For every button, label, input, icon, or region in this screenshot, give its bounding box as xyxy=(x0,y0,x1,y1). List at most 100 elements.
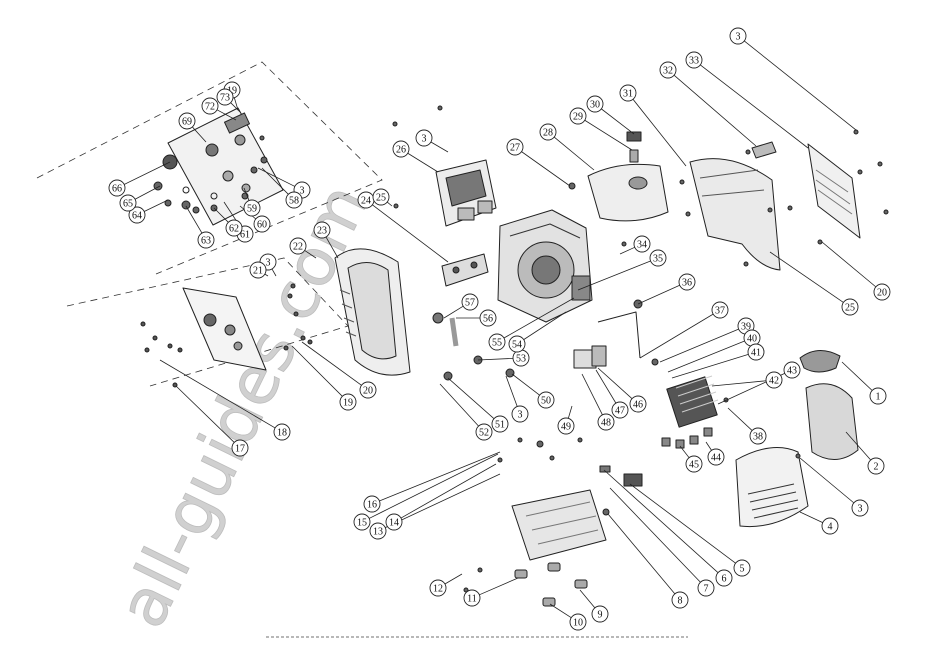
callout: 25 xyxy=(373,189,389,205)
leader-line xyxy=(387,202,392,206)
callout: 60 xyxy=(254,216,270,232)
part-bracket xyxy=(442,254,488,286)
leader-line xyxy=(728,408,752,431)
callout: 26 xyxy=(393,141,409,157)
callout-label: 17 xyxy=(235,444,245,455)
callout-label: 36 xyxy=(682,278,692,289)
callout: 56 xyxy=(480,310,496,326)
leader-line xyxy=(408,153,438,172)
callout-label: 55 xyxy=(492,338,502,349)
callout-label: 49 xyxy=(561,422,571,433)
callout-label: 8 xyxy=(678,596,683,607)
leader-line xyxy=(506,376,517,406)
callout-label: 60 xyxy=(257,220,267,231)
callout-label: 42 xyxy=(769,376,779,387)
leader-line xyxy=(822,242,876,287)
part-fuel-tank xyxy=(588,164,668,221)
callout-label: 2 xyxy=(874,462,879,473)
callout-label: 25 xyxy=(845,303,855,314)
callout: 36 xyxy=(679,274,695,290)
leader-line xyxy=(770,252,843,302)
callout-label: 4 xyxy=(828,522,833,533)
leader-line xyxy=(445,574,462,584)
callout-label: 3 xyxy=(858,504,863,515)
callout-label: 63 xyxy=(201,236,211,247)
callout: 48 xyxy=(598,414,614,430)
callout: 15 xyxy=(354,514,370,530)
callout-label: 32 xyxy=(663,66,673,77)
leader-line xyxy=(706,442,712,450)
callout: 25 xyxy=(842,299,858,315)
callout-label: 40 xyxy=(747,334,757,345)
leader-line xyxy=(674,75,756,146)
leader-line xyxy=(800,458,854,503)
callout: 50 xyxy=(538,392,554,408)
leader-line xyxy=(135,186,160,199)
callout: 40 xyxy=(744,330,760,346)
callout: 59 xyxy=(244,200,260,216)
callout-label: 48 xyxy=(601,418,611,429)
callout: 63 xyxy=(198,232,214,248)
leader-line xyxy=(479,578,518,595)
leader-line xyxy=(580,590,595,608)
callout: 8 xyxy=(672,592,688,608)
callout-label: 43 xyxy=(787,366,797,377)
callout: 16 xyxy=(364,496,380,512)
callout-label: 15 xyxy=(357,518,367,529)
callout-label: 64 xyxy=(132,211,142,222)
leader-line xyxy=(124,162,170,184)
leader-line xyxy=(550,604,571,618)
leader-line xyxy=(672,354,748,378)
callout-label: 11 xyxy=(467,594,477,605)
callout: 69 xyxy=(179,113,195,129)
callout: 1 xyxy=(870,388,886,404)
callout-label: 13 xyxy=(373,527,383,538)
callout: 14 xyxy=(386,514,402,530)
callout-label: 14 xyxy=(389,518,399,529)
leader-line xyxy=(630,484,736,563)
callout-label: 20 xyxy=(877,288,887,299)
leader-line xyxy=(440,384,479,426)
callout-label: 6 xyxy=(722,574,727,585)
callout: 21 xyxy=(250,262,266,278)
leader-line xyxy=(638,285,680,304)
callout-label: 3 xyxy=(518,410,523,421)
callout-label: 66 xyxy=(112,184,122,195)
callout-label: 3 xyxy=(422,134,427,145)
callout: 7 xyxy=(698,580,714,596)
part-fuel-cap xyxy=(627,132,641,162)
callout: 6 xyxy=(716,570,732,586)
callout-label: 37 xyxy=(715,306,725,317)
callout: 46 xyxy=(630,396,646,412)
leader-line xyxy=(554,137,594,170)
callout-label: 23 xyxy=(317,226,327,237)
callout-label: 21 xyxy=(253,266,263,277)
callout-label: 72 xyxy=(205,102,215,113)
callout-label: 58 xyxy=(289,196,299,207)
leader-line xyxy=(582,374,602,415)
callout: 28 xyxy=(540,124,556,140)
part-recoil-cap xyxy=(800,350,840,372)
callout: 3 xyxy=(852,500,868,516)
callout-label: 38 xyxy=(753,432,763,443)
callout-label: 19 xyxy=(343,398,353,409)
leader-line xyxy=(680,446,689,458)
leader-line xyxy=(800,512,823,523)
callout: 34 xyxy=(634,236,650,252)
callout: 4 xyxy=(822,518,838,534)
callout: 24 xyxy=(358,192,374,208)
callout: 35 xyxy=(650,250,666,266)
callout: 45 xyxy=(686,456,702,472)
callout: 65 xyxy=(120,195,136,211)
callout-label: 7 xyxy=(704,584,709,595)
callout: 37 xyxy=(712,302,728,318)
callout: 13 xyxy=(370,523,386,539)
callout: 3 xyxy=(512,406,528,422)
leader-line xyxy=(608,514,675,594)
callout-label: 24 xyxy=(361,196,371,207)
leader-line xyxy=(585,120,632,150)
part-engine xyxy=(498,210,592,322)
leader-line xyxy=(744,41,856,130)
callout-label: 45 xyxy=(689,460,699,471)
leader-line xyxy=(620,247,635,254)
